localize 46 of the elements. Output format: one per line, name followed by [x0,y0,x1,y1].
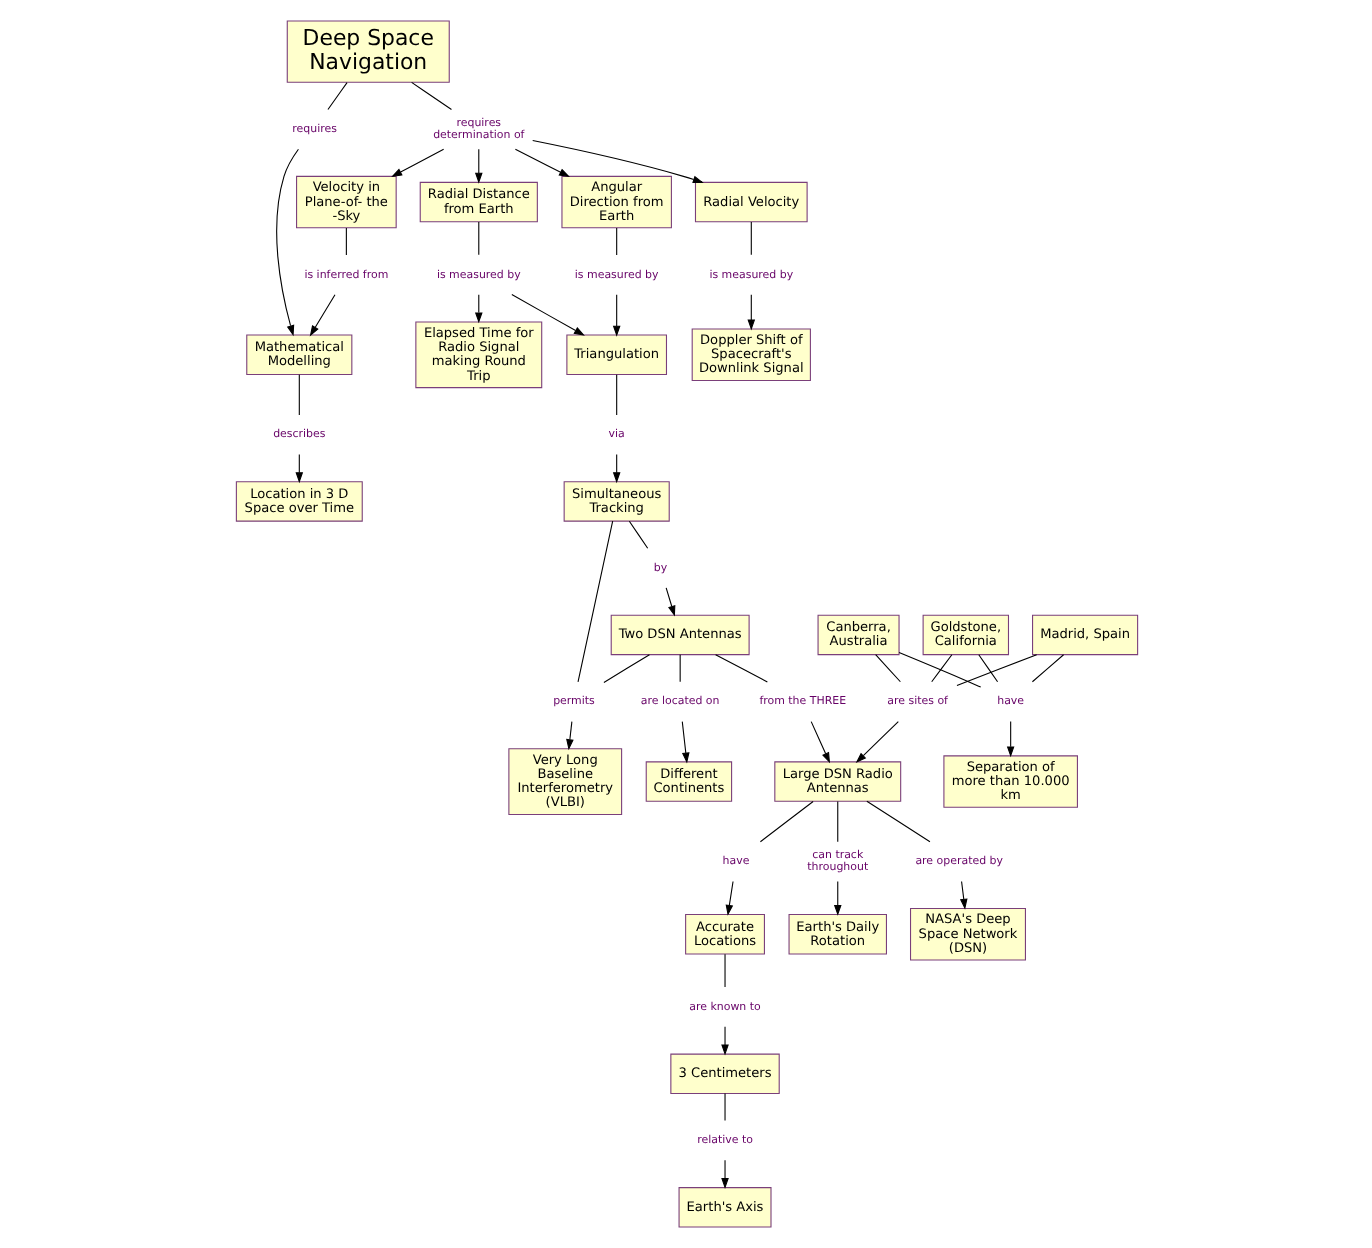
arrow [680,721,689,764]
connector [930,654,952,683]
arrow [390,148,444,178]
arrow [664,587,675,617]
connector [678,654,680,683]
arrow [308,294,335,337]
connector [749,221,751,256]
connector [758,800,813,843]
arrow [275,148,298,337]
connector [836,800,838,843]
arrow [724,880,733,916]
connector [865,800,930,843]
arrow [473,148,482,184]
connector [615,374,617,416]
connector [410,81,451,111]
connector [714,654,767,683]
arrow [746,294,755,331]
arrow [611,294,620,337]
connector [955,654,1037,686]
connector [615,227,617,256]
arrow [720,1026,728,1056]
arrow [510,294,584,336]
connector [723,1093,725,1122]
arrow [832,880,841,916]
arrow [854,721,898,763]
connector [627,520,648,549]
arrow [720,1159,728,1190]
arrow [958,880,967,910]
connector [344,227,346,256]
connector [297,374,299,416]
arrow [294,453,303,484]
arrow [611,453,620,484]
connector [602,654,649,683]
connector [477,221,479,256]
arrow [513,148,569,178]
arrow [565,721,573,751]
connector [1030,654,1064,683]
arrow [531,140,703,184]
connector [977,654,998,683]
arrow [809,721,830,764]
connector [576,520,613,683]
arrow [1005,721,1014,758]
connector [326,82,347,110]
node-box: Deep Space Navigation [285,20,449,83]
connector [897,652,981,688]
connector [874,654,900,683]
